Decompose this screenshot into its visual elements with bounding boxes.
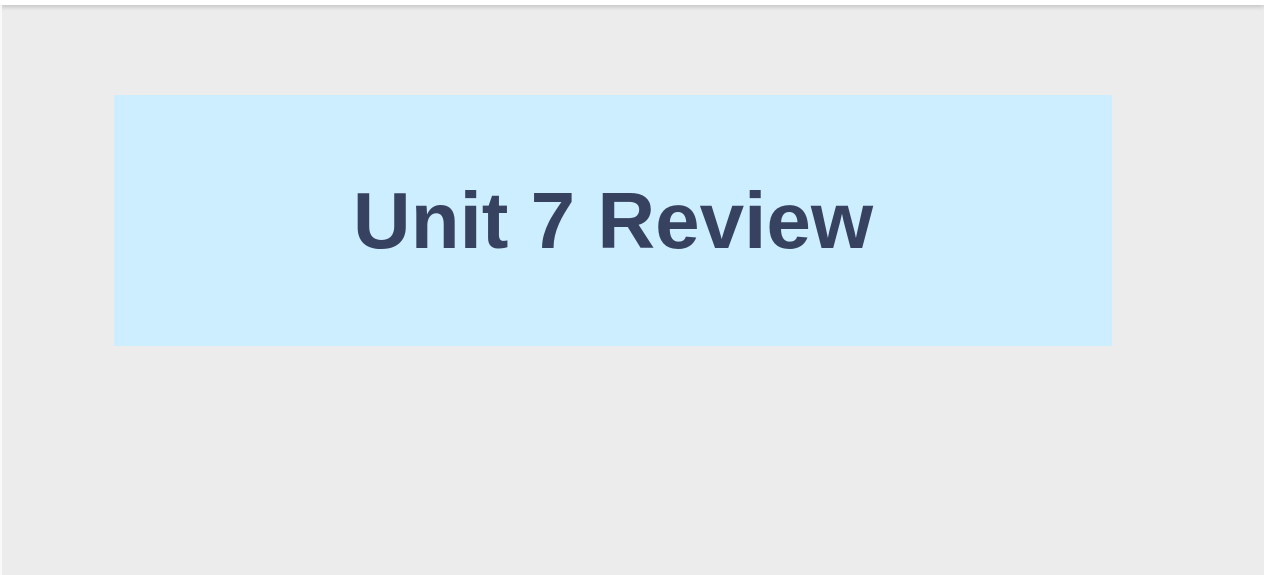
slide-title-text: Unit 7 Review: [352, 175, 874, 265]
top-edge-divider: [0, 0, 1264, 5]
slide-title-box[interactable]: Unit 7 Review: [114, 95, 1112, 346]
left-edge-divider: [0, 0, 2, 575]
